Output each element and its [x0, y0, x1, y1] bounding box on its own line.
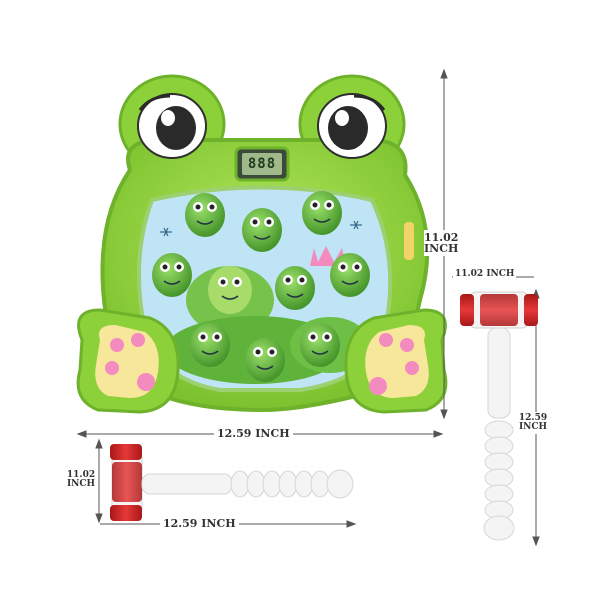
vertical-hammer-length-value: 12.59: [518, 413, 548, 423]
frog-mole: [275, 266, 315, 310]
score-display-screen: [242, 153, 282, 175]
frog-mole: [208, 266, 252, 314]
horizontal-hammer-height-value: 11.02: [66, 470, 96, 480]
right-eye: [317, 93, 387, 159]
score-display-digits: 888: [247, 156, 277, 172]
vertical-hammer: [460, 291, 538, 541]
frog-moles: [152, 191, 370, 382]
horizontal-hammer-length-label: 12.59 INCH: [160, 518, 239, 529]
frog-mole: [242, 208, 282, 252]
play-button-icon: [137, 373, 155, 391]
horizontal-hammer-height-unit: INCH: [66, 479, 96, 489]
horizontal-hammer-height-label: 11.02 INCH: [64, 469, 98, 491]
toy-height-label: 11.02 INCH: [424, 230, 464, 256]
toy-height-value: 11.02: [424, 231, 459, 244]
vertical-hammer-length-unit: INCH: [518, 422, 548, 432]
frog-mole: [300, 323, 340, 367]
vertical-hammer-length-label: 12.59 INCH: [516, 412, 550, 434]
frog-mole: [302, 191, 342, 235]
frog-mole: [190, 323, 230, 367]
whack-a-frog-toy: [76, 74, 448, 414]
toy-height-unit: INCH: [424, 242, 459, 255]
frog-mole: [330, 253, 370, 297]
right-paw: [344, 308, 448, 414]
frog-mole: [152, 253, 192, 297]
vertical-hammer-width-label: 11.02 INCH: [453, 269, 517, 279]
pause-button-icon: [369, 377, 387, 395]
left-eye: [137, 93, 207, 159]
toy-width-label: 12.59 INCH: [214, 428, 293, 439]
left-paw: [76, 308, 180, 414]
frog-mole: [185, 193, 225, 237]
frog-mole: [245, 338, 285, 382]
horizontal-hammer: [110, 444, 354, 521]
